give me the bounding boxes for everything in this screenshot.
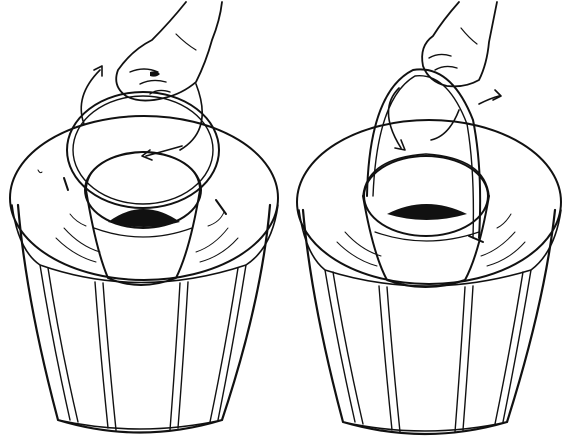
panel-left-drawing (0, 0, 283, 441)
basin-rim (297, 120, 561, 286)
water-ripples (337, 214, 525, 266)
hand (422, 2, 497, 86)
panel-right-drawing (283, 0, 566, 441)
panel-left (0, 0, 283, 441)
liquid-surface (387, 204, 467, 220)
basin (303, 210, 555, 434)
liquid-surface (108, 209, 180, 227)
bucket (363, 154, 489, 287)
bucket (85, 152, 201, 285)
basin-ribs (40, 265, 246, 430)
rotation-arrows (388, 88, 501, 150)
basin-rim (10, 116, 278, 283)
basin (18, 205, 270, 433)
hand (116, 2, 222, 101)
basin-ribs (325, 270, 531, 432)
rotation-arrows (81, 66, 202, 160)
panel-right (283, 0, 566, 441)
